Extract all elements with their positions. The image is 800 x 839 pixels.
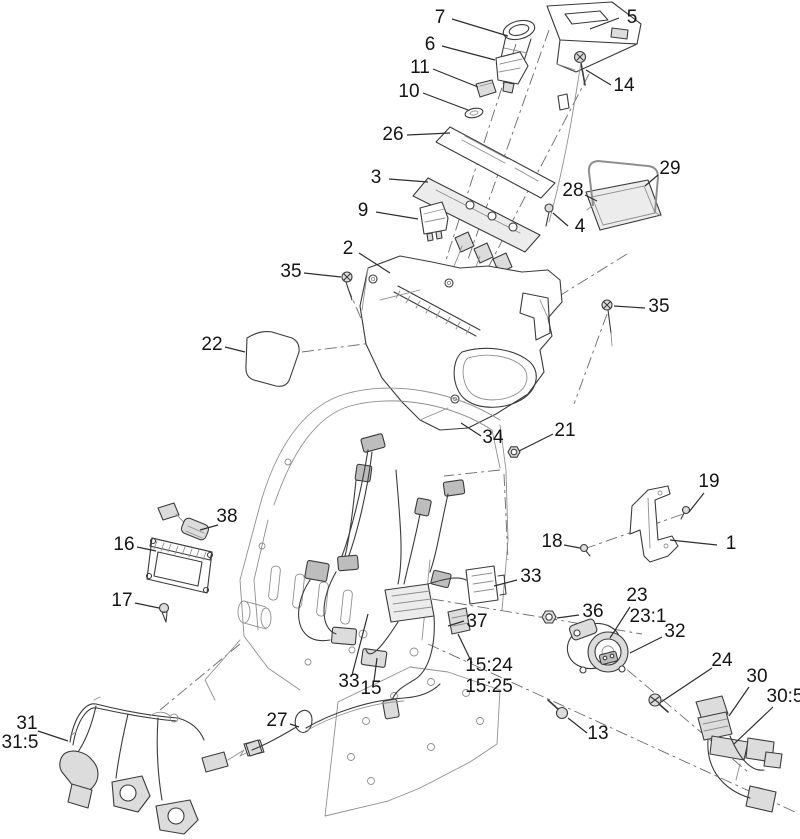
part-bezel-plate — [435, 126, 556, 199]
callout-32: 32 — [664, 621, 685, 642]
callout-28: 28 — [562, 180, 583, 201]
callout-13: 13 — [587, 723, 608, 744]
callout-38: 38 — [216, 506, 237, 527]
part-fuse-block-33 — [465, 565, 507, 605]
part-screw-18 — [579, 543, 591, 557]
part-screw-35-left — [341, 271, 353, 301]
part-bracket-1 — [629, 485, 679, 563]
part-harness-31 — [59, 696, 265, 835]
callout-27: 27 — [266, 710, 287, 731]
part-screw-13 — [547, 699, 569, 720]
callout-7: 7 — [435, 7, 446, 28]
part-screw-4 — [544, 203, 554, 227]
part-dash-panel-top — [546, 1, 642, 73]
callout-24: 24 — [711, 650, 733, 671]
callout-2: 2 — [343, 238, 354, 259]
callout-23: 23 — [626, 585, 647, 606]
callout-10: 10 — [398, 81, 419, 102]
part-cable-27 — [245, 683, 441, 757]
part-washer-10 — [464, 107, 484, 119]
callout-30-5: 30:5 — [767, 686, 800, 707]
callout-21: 21 — [554, 420, 575, 441]
callout-15-25: 15:25 — [465, 676, 513, 697]
part-tower-frame — [204, 387, 509, 701]
callout-14: 14 — [613, 75, 635, 96]
callout-31: 31 — [16, 713, 37, 734]
callout-15-24: 15:24 — [465, 655, 513, 676]
callout-37: 37 — [466, 611, 487, 632]
callout-35: 35 — [280, 261, 301, 282]
part-pigtail-connector — [157, 502, 210, 541]
part-wire-harness-center — [298, 433, 467, 720]
part-screw-35-right — [601, 299, 613, 347]
callout-19: 19 — [698, 471, 719, 492]
part-wire-frame-29 — [586, 160, 662, 217]
callout-36: 36 — [582, 601, 603, 622]
callout-3: 3 — [371, 167, 382, 188]
part-relay-9 — [419, 201, 449, 242]
callout-26: 26 — [382, 124, 403, 145]
callout-5: 5 — [627, 7, 638, 28]
part-connector-37 — [447, 607, 471, 635]
part-console-housing — [359, 255, 563, 431]
part-key-bezel — [500, 19, 536, 65]
callout-6: 6 — [425, 34, 436, 55]
part-bolt-24 — [648, 693, 669, 713]
callout-1: 1 — [726, 533, 737, 554]
callout-33b: 33 — [338, 671, 359, 692]
callout-4: 4 — [575, 216, 586, 237]
leader-lines — [37, 17, 774, 745]
callout-18: 18 — [541, 531, 562, 552]
callout-labels: 7 5 6 11 10 14 26 3 29 28 9 4 2 35 35 22… — [2, 7, 800, 753]
part-screw-17 — [158, 602, 170, 623]
callout-9: 9 — [358, 200, 369, 221]
part-cover-pad — [245, 331, 300, 387]
part-tray-28 — [585, 179, 662, 231]
part-nut-36 — [541, 610, 557, 624]
callout-11: 11 — [410, 57, 430, 78]
callout-34: 34 — [482, 427, 504, 448]
callout-23-1: 23:1 — [630, 606, 667, 627]
part-display-module — [145, 537, 214, 594]
part-connector-11 — [475, 79, 497, 98]
part-screw-19 — [680, 505, 691, 520]
callout-16: 16 — [113, 534, 134, 555]
part-harness-30 — [695, 695, 783, 813]
callout-31-5: 31:5 — [2, 732, 39, 753]
callout-29: 29 — [659, 158, 680, 179]
part-starter — [566, 618, 629, 674]
callout-15: 15 — [360, 678, 381, 699]
part-nut-21 — [507, 446, 521, 458]
callout-17: 17 — [111, 590, 132, 611]
callout-33: 33 — [520, 566, 541, 587]
callout-30: 30 — [746, 666, 767, 687]
callout-35b: 35 — [648, 296, 669, 317]
part-ignition-switch — [495, 51, 529, 94]
callout-22: 22 — [201, 334, 222, 355]
part-screw-14 — [548, 50, 587, 223]
